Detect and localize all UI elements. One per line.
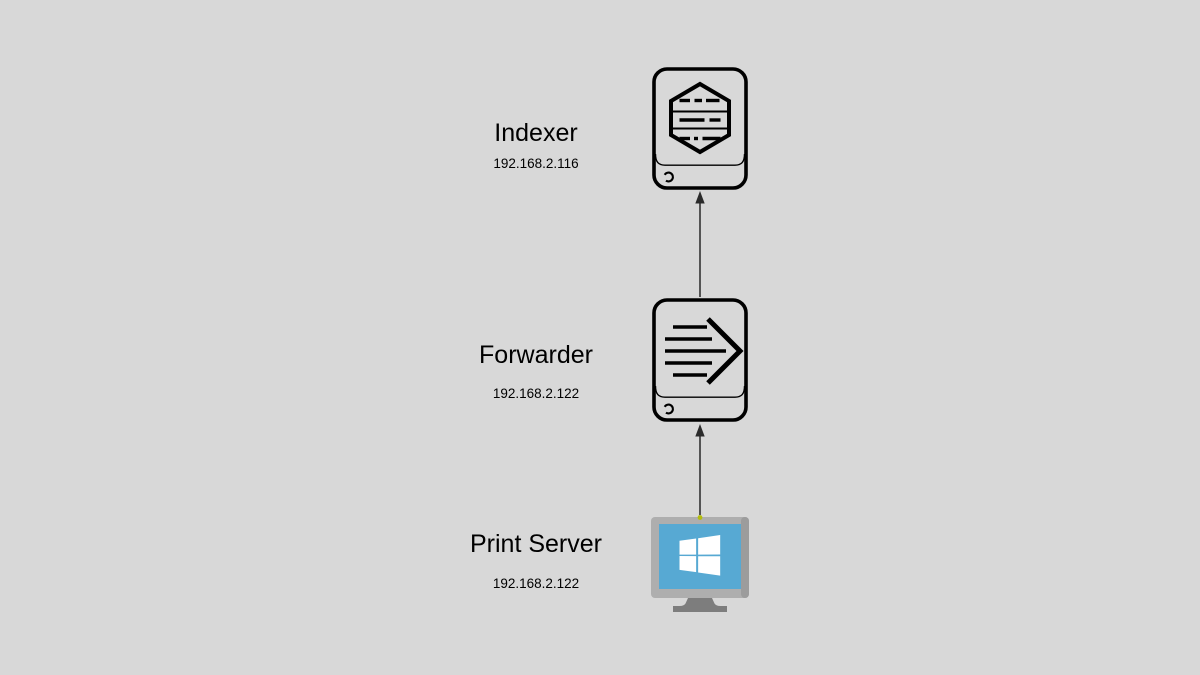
print-server-label: Print Server <box>470 530 602 558</box>
forwarder-appliance-icon <box>652 298 748 422</box>
arrow-printserver-to-forwarder <box>695 424 705 515</box>
indexer-appliance-icon <box>652 67 748 190</box>
arrowhead-up-icon <box>695 191 705 204</box>
forwarder-ip: 192.168.2.122 <box>492 386 580 401</box>
indexer-hexagon <box>669 81 731 155</box>
forward-arrow-icon <box>665 317 744 385</box>
indexer-ip: 192.168.2.116 <box>493 156 579 171</box>
connection-point-dot <box>697 515 703 520</box>
indexer-power-led <box>663 171 674 183</box>
windows-monitor-icon <box>651 515 749 612</box>
arrowhead-up-icon <box>695 424 705 437</box>
forwarder-box <box>652 298 748 422</box>
arrow-forwarder-to-indexer <box>695 191 705 297</box>
forwarder-box-divider <box>654 385 746 398</box>
monitor-frame-shade <box>741 517 749 598</box>
monitor-stand <box>673 598 727 612</box>
indexer-hexagon-lines <box>672 98 728 141</box>
indexer-label: Indexer <box>494 119 578 147</box>
forwarder-power-led <box>663 403 674 415</box>
windows-logo-icon <box>679 535 721 576</box>
print-server-ip: 192.168.2.122 <box>492 576 580 591</box>
forwarder-label: Forwarder <box>479 341 593 369</box>
indexer-box-divider <box>654 153 746 166</box>
